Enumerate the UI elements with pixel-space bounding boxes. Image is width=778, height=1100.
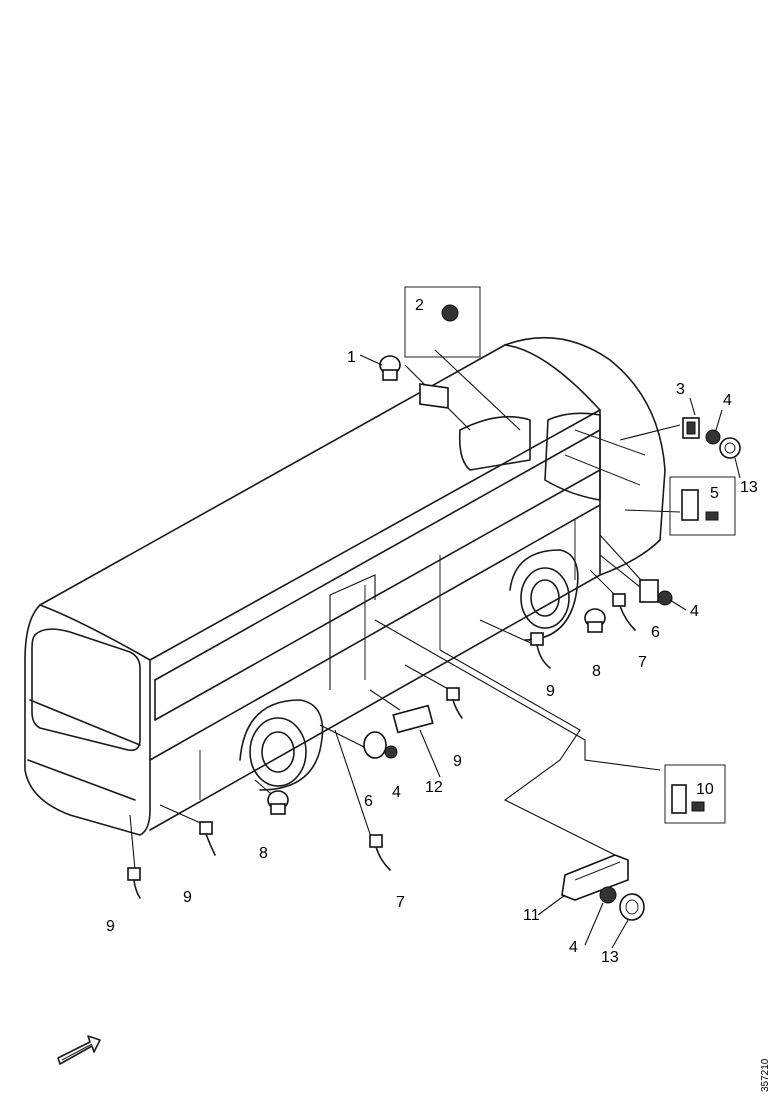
callout-7b: 7 (396, 894, 405, 911)
callout-6b: 6 (364, 793, 373, 810)
callout-4a: 4 (723, 392, 732, 409)
callout-9a: 9 (546, 683, 555, 700)
callout-1: 1 (347, 349, 356, 366)
callout-7a: 7 (638, 654, 647, 671)
part-box-10 (664, 764, 726, 824)
callout-3: 3 (676, 381, 685, 398)
callout-12: 12 (425, 779, 443, 796)
callout-4b: 4 (690, 603, 699, 620)
bus-body (24, 336, 666, 836)
callout-9b: 9 (453, 753, 462, 770)
callout-8b: 8 (259, 845, 268, 862)
callout-9d: 9 (106, 918, 115, 935)
callout-4c: 4 (392, 784, 401, 801)
callout-6a: 6 (651, 624, 660, 641)
callout-13b: 13 (601, 949, 619, 966)
document-id: 357210 (760, 1058, 771, 1092)
callout-11: 11 (523, 907, 540, 924)
direction-arrow-icon (57, 1035, 101, 1065)
callout-5: 5 (710, 485, 719, 502)
callout-8a: 8 (592, 663, 601, 680)
part-box-5 (669, 476, 736, 536)
callout-2: 2 (415, 297, 424, 314)
part-box-2 (404, 286, 481, 358)
callout-4d: 4 (569, 939, 578, 956)
callout-10: 10 (696, 781, 714, 798)
leader-lines (129, 349, 681, 871)
parts (127, 304, 741, 921)
callout-9c: 9 (183, 889, 192, 906)
callout-13a: 13 (740, 479, 758, 496)
